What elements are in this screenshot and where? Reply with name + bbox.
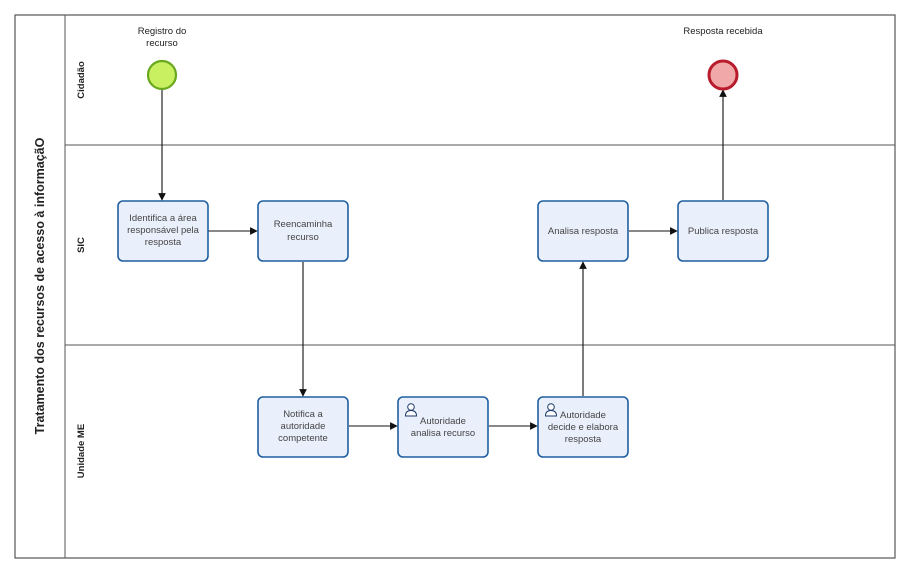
task-label-line-3: competente [278, 433, 328, 444]
task-autoridade-decide[interactable]: Autoridade decide e elabora resposta [537, 396, 629, 458]
task-label-line-1: Autoridade [560, 410, 606, 421]
end-event[interactable]: Resposta recebida [683, 26, 763, 91]
user-task-icon [544, 403, 558, 417]
task-label-line-1: Reencaminha [274, 219, 333, 230]
task-label-line-3: resposta [565, 434, 602, 445]
pool-title: Tratamento dos recursos de acesso à info… [33, 137, 47, 434]
task-label-line-1: Notifica a [283, 409, 323, 420]
lane-label-cidadao: Cidadão [76, 61, 87, 99]
start-event-label-line-1: Registro do [138, 26, 187, 37]
sequence-flows [158, 89, 727, 430]
task-label-line-1: Identifica a área [129, 213, 197, 224]
task-label-line-2: autoridade [281, 421, 326, 432]
task-label-line-2: analisa recurso [411, 428, 475, 439]
task-label-line-1: Autoridade [420, 416, 466, 427]
task-box[interactable] [537, 200, 629, 262]
task-label-line-2: recurso [287, 232, 319, 243]
start-event[interactable]: Registro do recurso [138, 26, 187, 91]
user-task-icon [404, 403, 418, 417]
lane-label-unidade-me: Unidade ME [76, 424, 87, 478]
start-event-label-line-2: recurso [146, 38, 178, 49]
lane-label-sic: SIC [76, 237, 87, 253]
task-notifica[interactable]: Notifica a autoridade competente [257, 396, 349, 458]
task-publica-resposta[interactable]: Publica resposta [677, 200, 769, 262]
task-label-line-1: Analisa resposta [548, 226, 619, 237]
start-event-circle[interactable] [146, 59, 178, 91]
task-reencaminha[interactable]: Reencaminha recurso [257, 200, 349, 262]
task-label-line-2: decide e elabora [548, 422, 619, 433]
task-box[interactable] [257, 396, 349, 458]
task-label-line-1: Publica resposta [688, 226, 759, 237]
lanes: Cidadão SIC Unidade ME [65, 61, 895, 478]
task-analisa-resposta[interactable]: Analisa resposta [537, 200, 629, 262]
pool: Tratamento dos recursos de acesso à info… [14, 14, 896, 559]
task-autoridade-analisa[interactable]: Autoridade analisa recurso [397, 396, 489, 458]
end-event-label: Resposta recebida [683, 26, 763, 37]
pool-border [14, 14, 896, 559]
task-label-line-2: responsável pela [127, 225, 200, 236]
task-box[interactable] [677, 200, 769, 262]
end-event-circle[interactable] [707, 59, 739, 91]
task-box[interactable] [257, 200, 349, 262]
task-box[interactable] [397, 396, 489, 458]
task-box[interactable] [117, 200, 209, 262]
task-label-line-3: resposta [145, 237, 182, 248]
task-identifica[interactable]: Identifica a área responsável pela respo… [117, 200, 209, 262]
task-box[interactable] [537, 396, 629, 458]
